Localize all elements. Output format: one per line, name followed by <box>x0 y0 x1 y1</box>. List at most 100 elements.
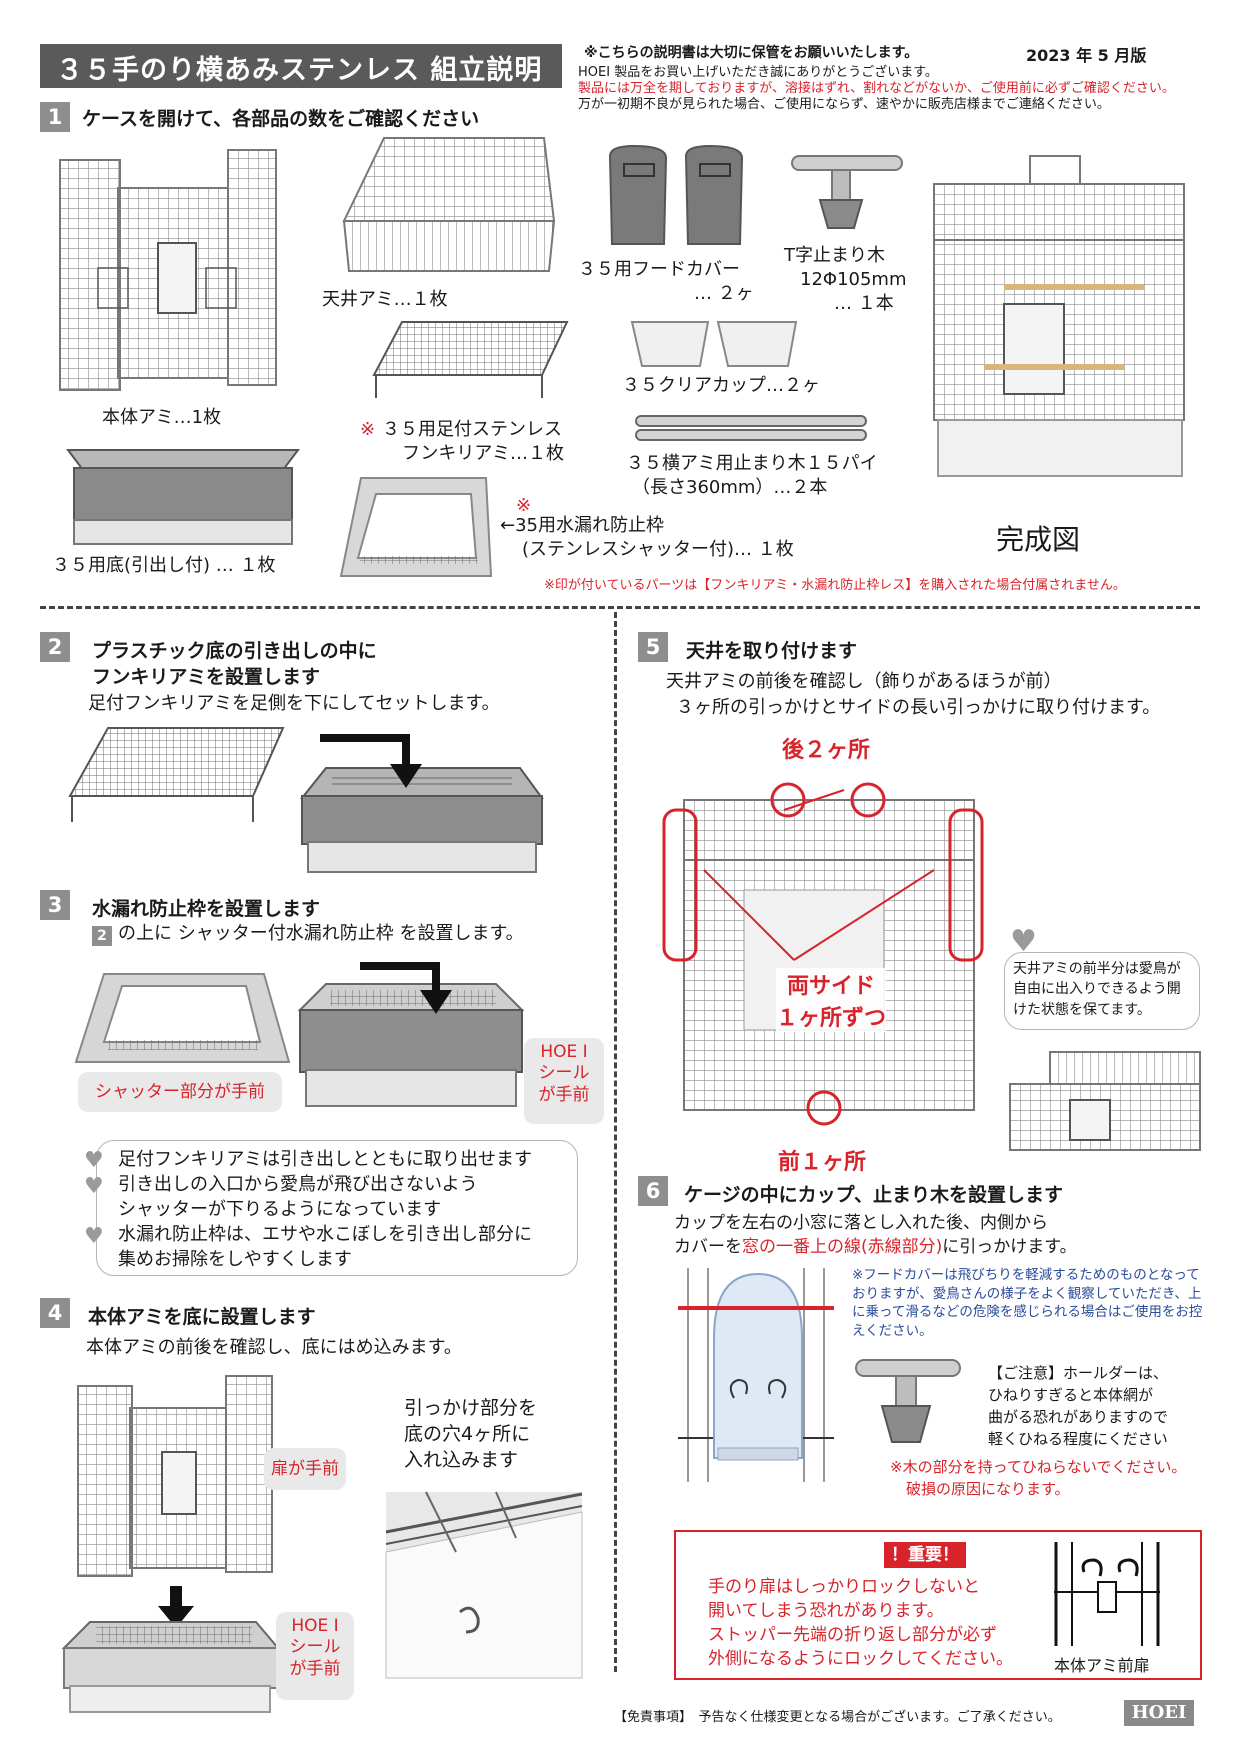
step4-tray-image <box>61 1621 281 1713</box>
t-perch-image <box>791 155 903 229</box>
divider-vertical <box>614 612 617 1672</box>
step2-desc: 足付フンキリアミを足側を下にしてセットします。 <box>88 693 500 714</box>
ceiling-mesh-label: 天井アミ…１枚 <box>322 289 448 310</box>
step3-desc: の上に シャッター付水漏れ防止枠 を設置します。 <box>118 923 524 944</box>
down-arrow-icon <box>320 734 422 788</box>
hoei-seal-tag-l1: HOE I <box>540 1042 588 1062</box>
hood-label-1: ３５用フードカバー <box>578 259 740 280</box>
finished-cage-image <box>933 155 1185 477</box>
guard-frame-image <box>339 477 493 577</box>
check-warning: 製品には万全を期しておりますが、溶接はずれ、割れなどがないか、ご使用前に必ずご確… <box>578 81 1175 96</box>
disclaimer: 【免責事項】 予告なく仕様変更となる場合がございます。ご了承ください。 <box>614 1710 1061 1725</box>
step3-title: 水漏れ防止枠を設置します <box>92 898 321 920</box>
heart-icon: ♥ <box>84 1174 104 1199</box>
important-line-1: 手のり扉はしっかりロックしないと <box>708 1577 980 1597</box>
hoei-seal-tag-step3: HOE I シール が手前 <box>524 1038 604 1124</box>
important-label: ！重要！ <box>884 1542 966 1568</box>
step4-number: 4 <box>40 1298 70 1328</box>
step3-note-3: シャッターが下りるようになっています <box>118 1199 442 1220</box>
step4-body-mesh-image <box>77 1375 273 1577</box>
t-perch-label-1: T字止まり木 <box>784 245 885 266</box>
hood-label-2: … ２ヶ <box>694 283 754 304</box>
floor-mesh-image <box>372 321 569 398</box>
ceiling-mesh-image <box>342 137 556 272</box>
important-box <box>674 1530 1202 1680</box>
holder-image <box>855 1359 961 1443</box>
t-perch-label-3: … １本 <box>834 293 894 314</box>
step3-number: 3 <box>40 890 70 920</box>
both-sides-label-2: １ヶ所ずつ <box>776 1006 887 1031</box>
step2-title-1: プラスチック底の引き出しの中に <box>92 640 377 662</box>
door-front-tag: 扉が手前 <box>264 1448 346 1490</box>
step2-title-2: フンキリアミを設置します <box>92 666 321 688</box>
step3-ref-number: 2 <box>92 926 112 946</box>
step5-title: 天井を取り付けます <box>686 640 858 662</box>
step4-title: 本体アミを底に設置します <box>88 1306 316 1328</box>
front-one-point-label: 前１ヶ所 <box>778 1150 867 1175</box>
caution-2: ひねりすぎると本体網が <box>988 1386 1154 1404</box>
step3-tray-image <box>297 983 525 1107</box>
step3-note-5: 集めお掃除をしやすくします <box>118 1249 352 1270</box>
clear-cup-image <box>630 321 798 367</box>
parts-footnote: ※印が付いているパーツは【フンキリアミ・水漏れ防止枠レス】を購入された場合付属さ… <box>544 578 1126 593</box>
t-perch-label-2: 12Φ105mm <box>800 269 907 290</box>
body-mesh-image <box>59 149 277 391</box>
caution-4: 軽くひねる程度にください <box>988 1430 1168 1448</box>
step3-note-2: 引き出しの入口から愛鳥が飛び出さないよう <box>118 1174 478 1195</box>
step5-desc-1: 天井アミの前後を確認し（飾りがあるほうが前） <box>666 671 1062 692</box>
floor-mesh-label-1: ３５用足付ステンレス <box>382 419 562 440</box>
defect-notice: 万が一初期不良が見られた場合、ご使用にならず、速やかに販売店様までご連絡ください… <box>578 97 1110 112</box>
hook-label-1: 引っかけ部分を <box>404 1397 538 1419</box>
step6-number: 6 <box>638 1176 668 1206</box>
both-sides-label-1: 両サイド <box>787 974 876 999</box>
thanks-text: HOEI 製品をお買い上げいただき誠にありがとうございます。 <box>578 65 938 80</box>
caution-red-2: 破損の原因になります。 <box>906 1480 1070 1498</box>
hoei-seal-tag-step4: HOE I シール が手前 <box>276 1612 354 1700</box>
document-title: ３５手のり横あみステンレス 組立説明書 <box>40 44 562 125</box>
hood-cover-note: ※フードカバーは飛びちりを軽減するためのものとなっておりますが、愛鳥さんの様子を… <box>852 1267 1203 1339</box>
hood-install-diagram <box>678 1268 834 1482</box>
step2-tray-image <box>299 767 544 873</box>
step5-desc-2: ３ヶ所の引っかけとサイドの長い引っかけに取り付けます。 <box>676 697 1161 718</box>
ceiling-bubble: 天井アミの前半分は愛鳥が自由に出入りできるよう開けた状態を保てます。 <box>1004 952 1200 1030</box>
perch-label-2: （長さ360mm）…２本 <box>632 477 828 498</box>
step6-desc-1: カップを左右の小窓に落とし入れた後、内側から <box>674 1213 1048 1233</box>
step4-desc: 本体アミの前後を確認し、底にはめ込みます。 <box>86 1337 462 1358</box>
step3-note-4: 水漏れ防止枠は、エサや水こぼしを引き出し部分に <box>118 1224 532 1245</box>
step3-note-1: 足付フンキリアミは引き出しとともに取り出せます <box>118 1149 532 1170</box>
guard-label-1: ←35用水漏れ防止枠 <box>500 515 664 536</box>
step5-cage-image <box>662 782 984 1126</box>
down-arrow-icon-3 <box>158 1586 194 1628</box>
shutter-front-tag: シャッター部分が手前 <box>78 1072 282 1112</box>
finished-label: 完成図 <box>996 523 1081 556</box>
divider-horizontal <box>40 606 1200 609</box>
down-arrow-icon-2 <box>360 962 452 1014</box>
important-line-4: 外側になるようにロックしてください。 <box>708 1649 1013 1669</box>
step2-number: 2 <box>40 632 70 662</box>
perch-image <box>635 415 867 441</box>
perch-label-1: ３５横アミ用止まり木１５パイ <box>626 453 878 474</box>
hook-label-2: 底の穴4ヶ所に <box>404 1423 531 1445</box>
caution-1: 【ご注意】ホールダーは、 <box>988 1364 1169 1382</box>
keep-notice: ※こちらの説明書は大切に保管をお願いいたします。 <box>584 45 919 61</box>
floor-mesh-mark: ※ <box>360 419 376 440</box>
heart-icon: ♥ <box>84 1148 104 1173</box>
caution-3: 曲がる恐れがありますので <box>988 1408 1169 1426</box>
hoei-seal-tag-l3: が手前 <box>289 1658 341 1679</box>
back-two-points-label: 後２ヶ所 <box>782 738 871 763</box>
step6-desc-2b: 窓の一番上の線(赤線部分) <box>742 1237 943 1257</box>
hoei-logo: HOEI <box>1124 1700 1194 1726</box>
step1-number: 1 <box>40 102 70 132</box>
step6-title: ケージの中にカップ、止まり木を設置します <box>684 1184 1064 1206</box>
guard-label-2: (ステンレスシャッター付)… １枚 <box>522 539 794 560</box>
hook-label-3: 入れ込みます <box>404 1449 519 1471</box>
floor-mesh-label-2: フンキリアミ…１枚 <box>402 443 564 464</box>
guard-mark: ※ <box>516 495 532 516</box>
caution-red-1: ※木の部分を持ってひねらないでください。 <box>890 1458 1187 1476</box>
hoei-seal-tag-l2: シール <box>289 1637 341 1658</box>
step1-title: ケースを開けて、各部品の数をご確認ください <box>82 108 480 130</box>
step3-guard-image <box>74 973 291 1063</box>
heart-icon: ♥ <box>84 1224 104 1249</box>
front-door-caption: 本体アミ前扉 <box>1054 1656 1150 1675</box>
step6-desc-2a: カバーを <box>674 1237 742 1257</box>
